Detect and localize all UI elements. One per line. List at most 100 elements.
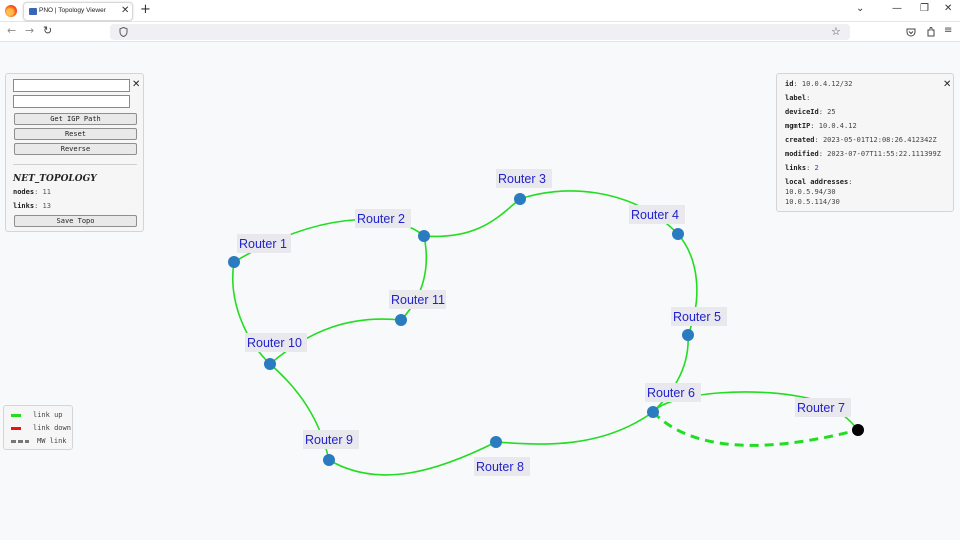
node-label-bg <box>474 457 530 476</box>
link-r10-r11[interactable] <box>269 318 402 365</box>
back-icon[interactable]: ← <box>7 24 17 37</box>
node-info-panel: ✕ id: 10.0.4.12/32 label: deviceId: 25 m… <box>776 73 954 212</box>
forward-icon[interactable]: → <box>25 24 35 37</box>
link-legend: link up link down MW link <box>3 405 73 450</box>
links-value: 13 <box>42 202 51 210</box>
info-device-id: deviceId: 25 <box>785 108 836 116</box>
router-node-r11[interactable] <box>395 314 407 326</box>
field-key: created <box>785 136 815 144</box>
router-node-r4[interactable] <box>672 228 684 240</box>
field-value: 10.0.4.12/32 <box>801 80 853 88</box>
close-icon[interactable]: ✕ <box>132 79 141 90</box>
node-label-r2: Router 2 <box>357 212 405 226</box>
field-value: 10.0.4.12 <box>818 122 857 130</box>
node-label-bg <box>671 307 727 326</box>
field-key: mgmtIP <box>785 122 811 130</box>
link-r6-r8[interactable] <box>495 411 654 445</box>
legend-label: link up <box>33 411 63 419</box>
info-id: id: 10.0.4.12/32 <box>785 80 853 88</box>
divider <box>13 164 137 165</box>
field-key: deviceId <box>785 108 819 116</box>
node-label-r10: Router 10 <box>247 336 302 350</box>
nodes-value: 11 <box>42 188 51 196</box>
browser-tab-bar: PNO | Topology Viewer ✕ + ⌄ — ❐ ✕ <box>0 0 960 22</box>
nodes-key: nodes <box>13 188 35 196</box>
field-key: links <box>785 164 807 172</box>
node-label-r8: Router 8 <box>476 460 524 474</box>
router-node-r8[interactable] <box>490 436 502 448</box>
destination-node-input[interactable] <box>13 95 130 108</box>
node-label-r4: Router 4 <box>631 208 679 222</box>
info-links: links: 2 <box>785 164 819 172</box>
field-key: id <box>785 80 794 88</box>
links-count: links: 13 <box>13 202 51 210</box>
field-key: label <box>785 94 807 102</box>
link-r8-r9[interactable] <box>328 441 497 476</box>
local-address: 10.0.5.94/30 <box>785 188 836 196</box>
links-count-link[interactable]: 2 <box>814 164 819 172</box>
link-down-swatch <box>11 427 21 430</box>
router-node-r5[interactable] <box>682 329 694 341</box>
node-label-r7: Router 7 <box>797 401 845 415</box>
app-menu-icon[interactable]: ≡ <box>944 25 953 36</box>
list-tabs-icon[interactable]: ⌄ <box>856 3 865 14</box>
links-key: links <box>13 202 35 210</box>
router-node-r3[interactable] <box>514 193 526 205</box>
save-topo-button[interactable]: Save Topo <box>14 215 137 227</box>
node-label-bg <box>629 205 685 224</box>
info-local-addresses: local addresses: <box>785 178 853 186</box>
local-address: 10.0.5.114/30 <box>785 198 840 206</box>
node-label-r9: Router 9 <box>305 433 353 447</box>
node-label-bg <box>237 234 291 253</box>
router-node-r6[interactable] <box>647 406 659 418</box>
reverse-button[interactable]: Reverse <box>14 143 137 155</box>
link-r6-r7-mw[interactable] <box>651 410 859 447</box>
node-label-r3: Router 3 <box>498 172 546 186</box>
router-node-r9[interactable] <box>323 454 335 466</box>
site-favicon-icon <box>29 8 37 15</box>
close-icon[interactable]: ✕ <box>943 79 952 90</box>
link-r1-r10[interactable] <box>232 261 271 365</box>
info-modified: modified: 2023-07-07T11:55:22.111399Z <box>785 150 941 158</box>
node-label-r11: Router 11 <box>391 293 445 307</box>
pocket-icon[interactable] <box>906 28 916 37</box>
minimize-window-button[interactable]: — <box>892 3 902 14</box>
reload-icon[interactable]: ↻ <box>43 24 53 37</box>
firefox-logo-icon <box>5 5 17 17</box>
link-r2-r11[interactable] <box>400 235 428 321</box>
router-node-r7[interactable] <box>852 424 864 436</box>
mw-link-swatch <box>11 440 29 443</box>
router-node-r1[interactable] <box>228 256 240 268</box>
field-value: 25 <box>827 108 836 116</box>
reset-button[interactable]: Reset <box>14 128 137 140</box>
node-label-bg <box>496 169 552 188</box>
router-node-r10[interactable] <box>264 358 276 370</box>
info-label: label: <box>785 94 811 102</box>
node-label-bg <box>389 290 446 309</box>
nodes-count: nodes: 11 <box>13 188 51 196</box>
info-mgmt-ip: mgmtIP: 10.0.4.12 <box>785 122 857 130</box>
node-label-bg <box>645 383 701 402</box>
legend-label: MW link <box>37 437 67 445</box>
extensions-icon[interactable] <box>926 27 936 37</box>
tab-title: PNO | Topology Viewer <box>39 7 106 14</box>
node-label-bg <box>303 430 359 449</box>
bookmark-star-icon[interactable]: ☆ <box>831 25 841 38</box>
link-r2-r3[interactable] <box>423 198 521 238</box>
url-bar[interactable]: ☆ <box>110 24 850 40</box>
maximize-window-button[interactable]: ❐ <box>920 3 929 14</box>
new-tab-button[interactable]: + <box>140 2 151 17</box>
node-label-r5: Router 5 <box>673 310 721 324</box>
tab-close-icon[interactable]: ✕ <box>121 5 130 16</box>
router-node-r2[interactable] <box>418 230 430 242</box>
close-window-button[interactable]: ✕ <box>944 3 953 14</box>
get-igp-path-button[interactable]: Get IGP Path <box>14 113 137 125</box>
field-value: 2023-07-07T11:55:22.111399Z <box>827 150 941 158</box>
browser-tab-topology[interactable]: PNO | Topology Viewer ✕ <box>23 2 133 21</box>
legend-label: link down <box>33 424 71 432</box>
topology-name: NET_TOPOLOGY <box>13 174 97 184</box>
source-node-input[interactable] <box>13 79 130 92</box>
node-label-bg <box>795 398 851 417</box>
shield-icon <box>119 27 128 37</box>
